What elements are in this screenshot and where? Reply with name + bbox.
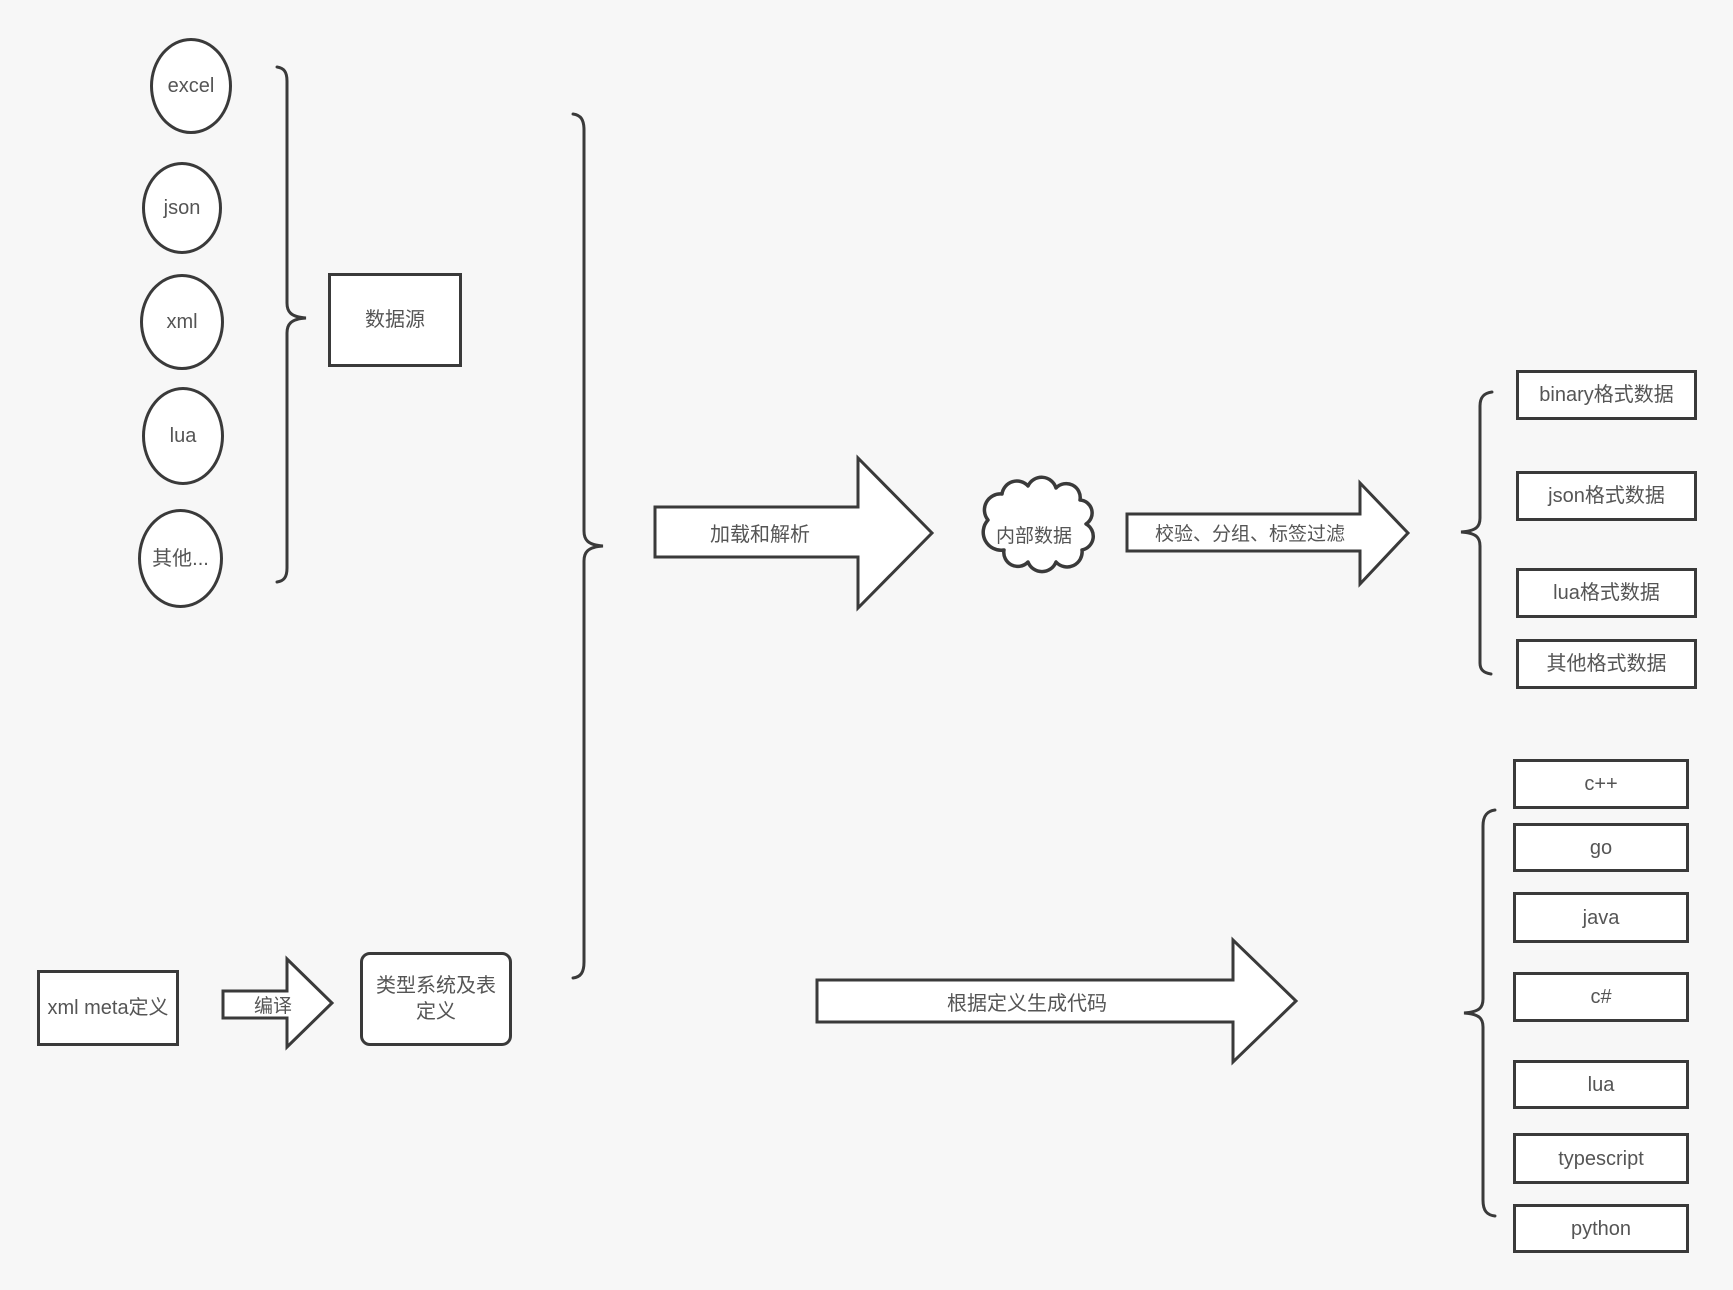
load-parse-arrow (653, 454, 935, 612)
data-source-label: 数据源 (365, 309, 425, 331)
filter-arrow (1125, 479, 1411, 588)
language-box-csharp: c# (1513, 972, 1689, 1022)
source-node-label: lua (169, 425, 197, 447)
languages-brace (1463, 808, 1497, 1218)
language-box-label: go (1589, 836, 1613, 859)
type-system-box: 类型系统及表定义 (360, 952, 512, 1046)
language-box-label: typescript (1558, 1147, 1644, 1170)
format-box-label: lua格式数据 (1553, 582, 1660, 604)
formats-brace (1460, 390, 1494, 676)
format-box-label: json格式数据 (1548, 485, 1665, 507)
language-box-label: c# (1590, 986, 1612, 1008)
language-box-label: java (1582, 906, 1620, 929)
language-box-python: python (1513, 1204, 1689, 1253)
source-node-xml: xml (140, 274, 224, 370)
language-box-typescript: typescript (1513, 1133, 1689, 1184)
xml-meta-box: xml meta定义 (37, 970, 179, 1046)
language-box-label: c++ (1584, 773, 1618, 795)
sources-brace (275, 65, 307, 584)
format-box-binary: binary格式数据 (1516, 370, 1697, 420)
source-node-label: excel (167, 75, 215, 97)
language-box-lua: lua (1513, 1060, 1689, 1109)
source-node-label: xml (166, 311, 198, 333)
xml-meta-label: xml meta定义 (47, 997, 169, 1019)
internal-data-label: 内部数据 (995, 525, 1072, 547)
filter-arrow-label: 校验、分组、标签过滤 (1154, 524, 1345, 545)
format-box-label: binary格式数据 (1539, 384, 1674, 406)
compile-arrow-label: 编译 (253, 995, 292, 1017)
compile-arrow (221, 955, 335, 1051)
source-node-lua: lua (142, 387, 224, 485)
codegen-arrow (815, 936, 1299, 1066)
source-node-other: 其他... (138, 509, 223, 608)
type-system-label: 类型系统及表定义 (376, 975, 496, 1023)
language-box-label: lua (1587, 1073, 1615, 1096)
language-box-go: go (1513, 823, 1689, 872)
source-node-json: json (142, 162, 222, 254)
source-node-label: 其他... (152, 547, 209, 570)
source-node-label: json (163, 197, 201, 219)
data-source-box: 数据源 (328, 273, 462, 367)
codegen-arrow-label: 根据定义生成代码 (947, 992, 1107, 1015)
language-box-cpp: c++ (1513, 759, 1689, 809)
internal-data-cloud (981, 475, 1095, 574)
load-parse-arrow-label: 加载和解析 (710, 523, 810, 546)
language-box-java: java (1513, 892, 1689, 943)
format-box-lua: lua格式数据 (1516, 568, 1697, 618)
format-box-json: json格式数据 (1516, 471, 1697, 521)
format-box-other: 其他格式数据 (1516, 639, 1697, 689)
source-node-excel: excel (150, 38, 232, 134)
format-box-label: 其他格式数据 (1546, 653, 1667, 675)
main-left-brace (571, 112, 604, 980)
language-box-label: python (1570, 1217, 1632, 1240)
